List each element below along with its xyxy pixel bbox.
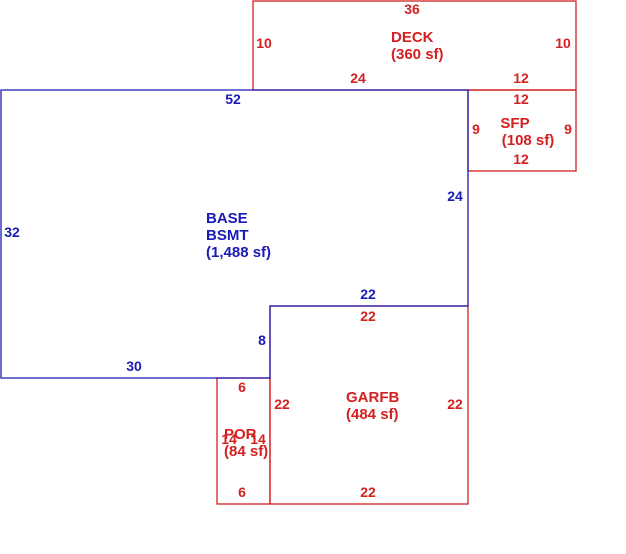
por-name: POR <box>224 426 257 443</box>
base-dim-left: 32 <box>4 224 20 240</box>
base-area-text: (1,488 sf) <box>206 244 271 261</box>
garfb-dim-left: 22 <box>274 396 290 412</box>
sfp-dim-right: 9 <box>564 121 572 137</box>
sfp-dim-top: 12 <box>513 91 529 107</box>
sfp-name: SFP <box>500 115 529 132</box>
base-bsmt-area[interactable]: BASE BSMT (1,488 sf) 52 32 24 22 8 30 <box>0 89 469 379</box>
garfb-area-text: (484 sf) <box>346 406 399 423</box>
deck-dim-right: 10 <box>555 35 571 51</box>
por-area-text: (84 sf) <box>224 443 268 460</box>
sfp-area[interactable]: SFP (108 sf) 12 9 9 12 <box>467 89 577 172</box>
base-bsmt-outline <box>0 89 469 379</box>
garfb-name: GARFB <box>346 389 399 406</box>
garfb-area[interactable]: GARFB (484 sf) 22 22 22 22 <box>269 305 469 505</box>
deck-dim-top: 36 <box>404 1 420 17</box>
por-dim-left: 14 <box>221 431 237 447</box>
garfb-dim-bottom: 22 <box>360 484 376 500</box>
base-dim-bottom: 30 <box>126 358 142 374</box>
base-name-line1: BASE <box>206 210 248 227</box>
por-area[interactable]: POR (84 sf) 6 14 14 6 <box>216 377 271 505</box>
base-dim-top: 52 <box>225 91 241 107</box>
deck-name: DECK <box>391 29 434 46</box>
base-dim-step-side: 8 <box>258 332 266 348</box>
base-name-line2: BSMT <box>206 227 249 244</box>
deck-dim-bottom-left: 24 <box>350 70 366 86</box>
por-dim-bottom: 6 <box>238 484 246 500</box>
sfp-dim-bottom: 12 <box>513 151 529 167</box>
base-dim-right: 24 <box>447 188 463 204</box>
sfp-area-text: (108 sf) <box>502 132 555 149</box>
por-dim-top: 6 <box>238 379 246 395</box>
deck-dim-left: 10 <box>256 35 272 51</box>
garfb-dim-right: 22 <box>447 396 463 412</box>
garfb-dim-top: 22 <box>360 308 376 324</box>
deck-area[interactable]: DECK (360 sf) 36 10 10 24 12 <box>252 0 577 91</box>
deck-area-text: (360 sf) <box>391 46 444 63</box>
deck-dim-bottom-right: 12 <box>513 70 529 86</box>
por-dim-right: 14 <box>250 431 266 447</box>
sfp-dim-left: 9 <box>472 121 480 137</box>
base-dim-step-top: 22 <box>360 286 376 302</box>
